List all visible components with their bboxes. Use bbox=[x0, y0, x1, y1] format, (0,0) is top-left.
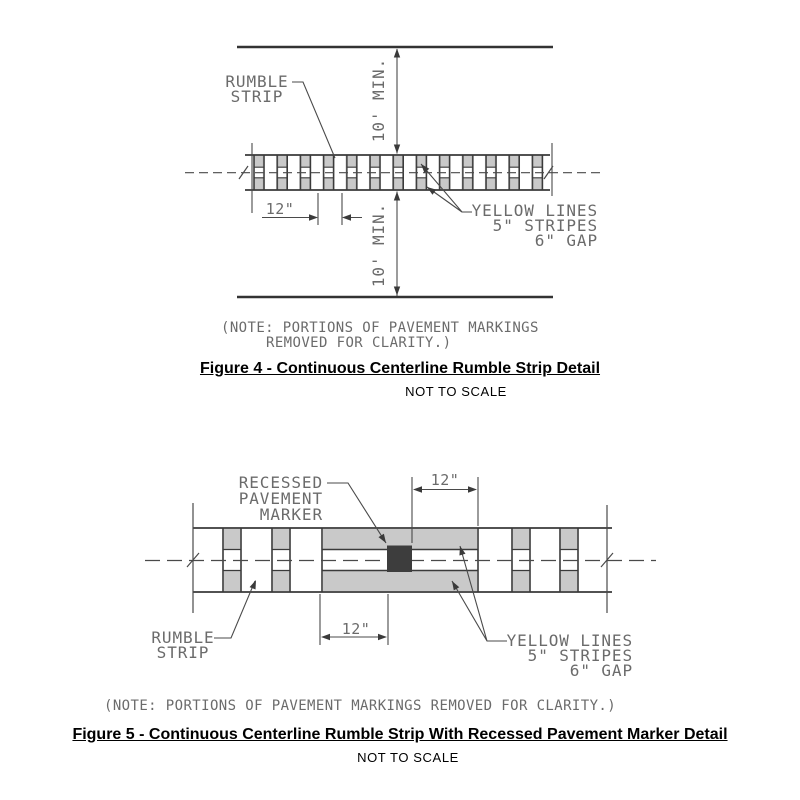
clearance-dim-lower-label: 10' MIN. bbox=[369, 202, 388, 288]
clearance-dim-upper-label: 10' MIN. bbox=[369, 57, 388, 143]
dimension-12in-fig4 bbox=[262, 193, 362, 225]
dimension-10min-upper bbox=[393, 48, 401, 154]
band-extension-lines-fig5 bbox=[192, 503, 608, 613]
figure4-caption: Figure 4 - Continuous Centerline Rumble … bbox=[199, 360, 601, 377]
yellow-lines-leader-fig5 bbox=[451, 545, 507, 642]
break-marks-fig5 bbox=[186, 552, 614, 568]
spacing-dim-label-fig4: 12" bbox=[265, 200, 295, 218]
offset-dim-bottom-label: 12" bbox=[341, 620, 371, 638]
dimension-10min-lower bbox=[393, 191, 401, 296]
offset-dim-top-label: 12" bbox=[430, 471, 460, 489]
figure5-drawing bbox=[145, 477, 656, 645]
band-extension-lines-fig4 bbox=[251, 143, 553, 213]
note-fig4-line2: REMOVED FOR CLARITY.) bbox=[266, 335, 452, 351]
recessed-pavement-marker bbox=[387, 545, 412, 572]
figure4-drawing bbox=[185, 45, 604, 299]
yellow-lines-leader-fig4 bbox=[420, 163, 472, 213]
figure5-caption: Figure 5 - Continuous Centerline Rumble … bbox=[72, 726, 728, 743]
rumble-strip-leader-fig4 bbox=[292, 81, 336, 159]
note-fig5: (NOTE: PORTIONS OF PAVEMENT MARKINGS REM… bbox=[104, 698, 617, 714]
recessed-marker-leader bbox=[327, 482, 387, 544]
figure4-scale-note: NOT TO SCALE bbox=[405, 384, 507, 399]
figure5-scale-note: NOT TO SCALE bbox=[357, 750, 459, 765]
band-edges-fig5 bbox=[193, 527, 612, 593]
rumble-strip-leader-fig5 bbox=[214, 580, 256, 639]
dimension-12in-bottom-fig5 bbox=[319, 594, 389, 645]
note-fig4-line1: (NOTE: PORTIONS OF PAVEMENT MARKINGS bbox=[221, 320, 539, 336]
dimension-12in-top-fig5 bbox=[411, 477, 479, 543]
yellow-line-bars-fig5 bbox=[321, 528, 479, 592]
